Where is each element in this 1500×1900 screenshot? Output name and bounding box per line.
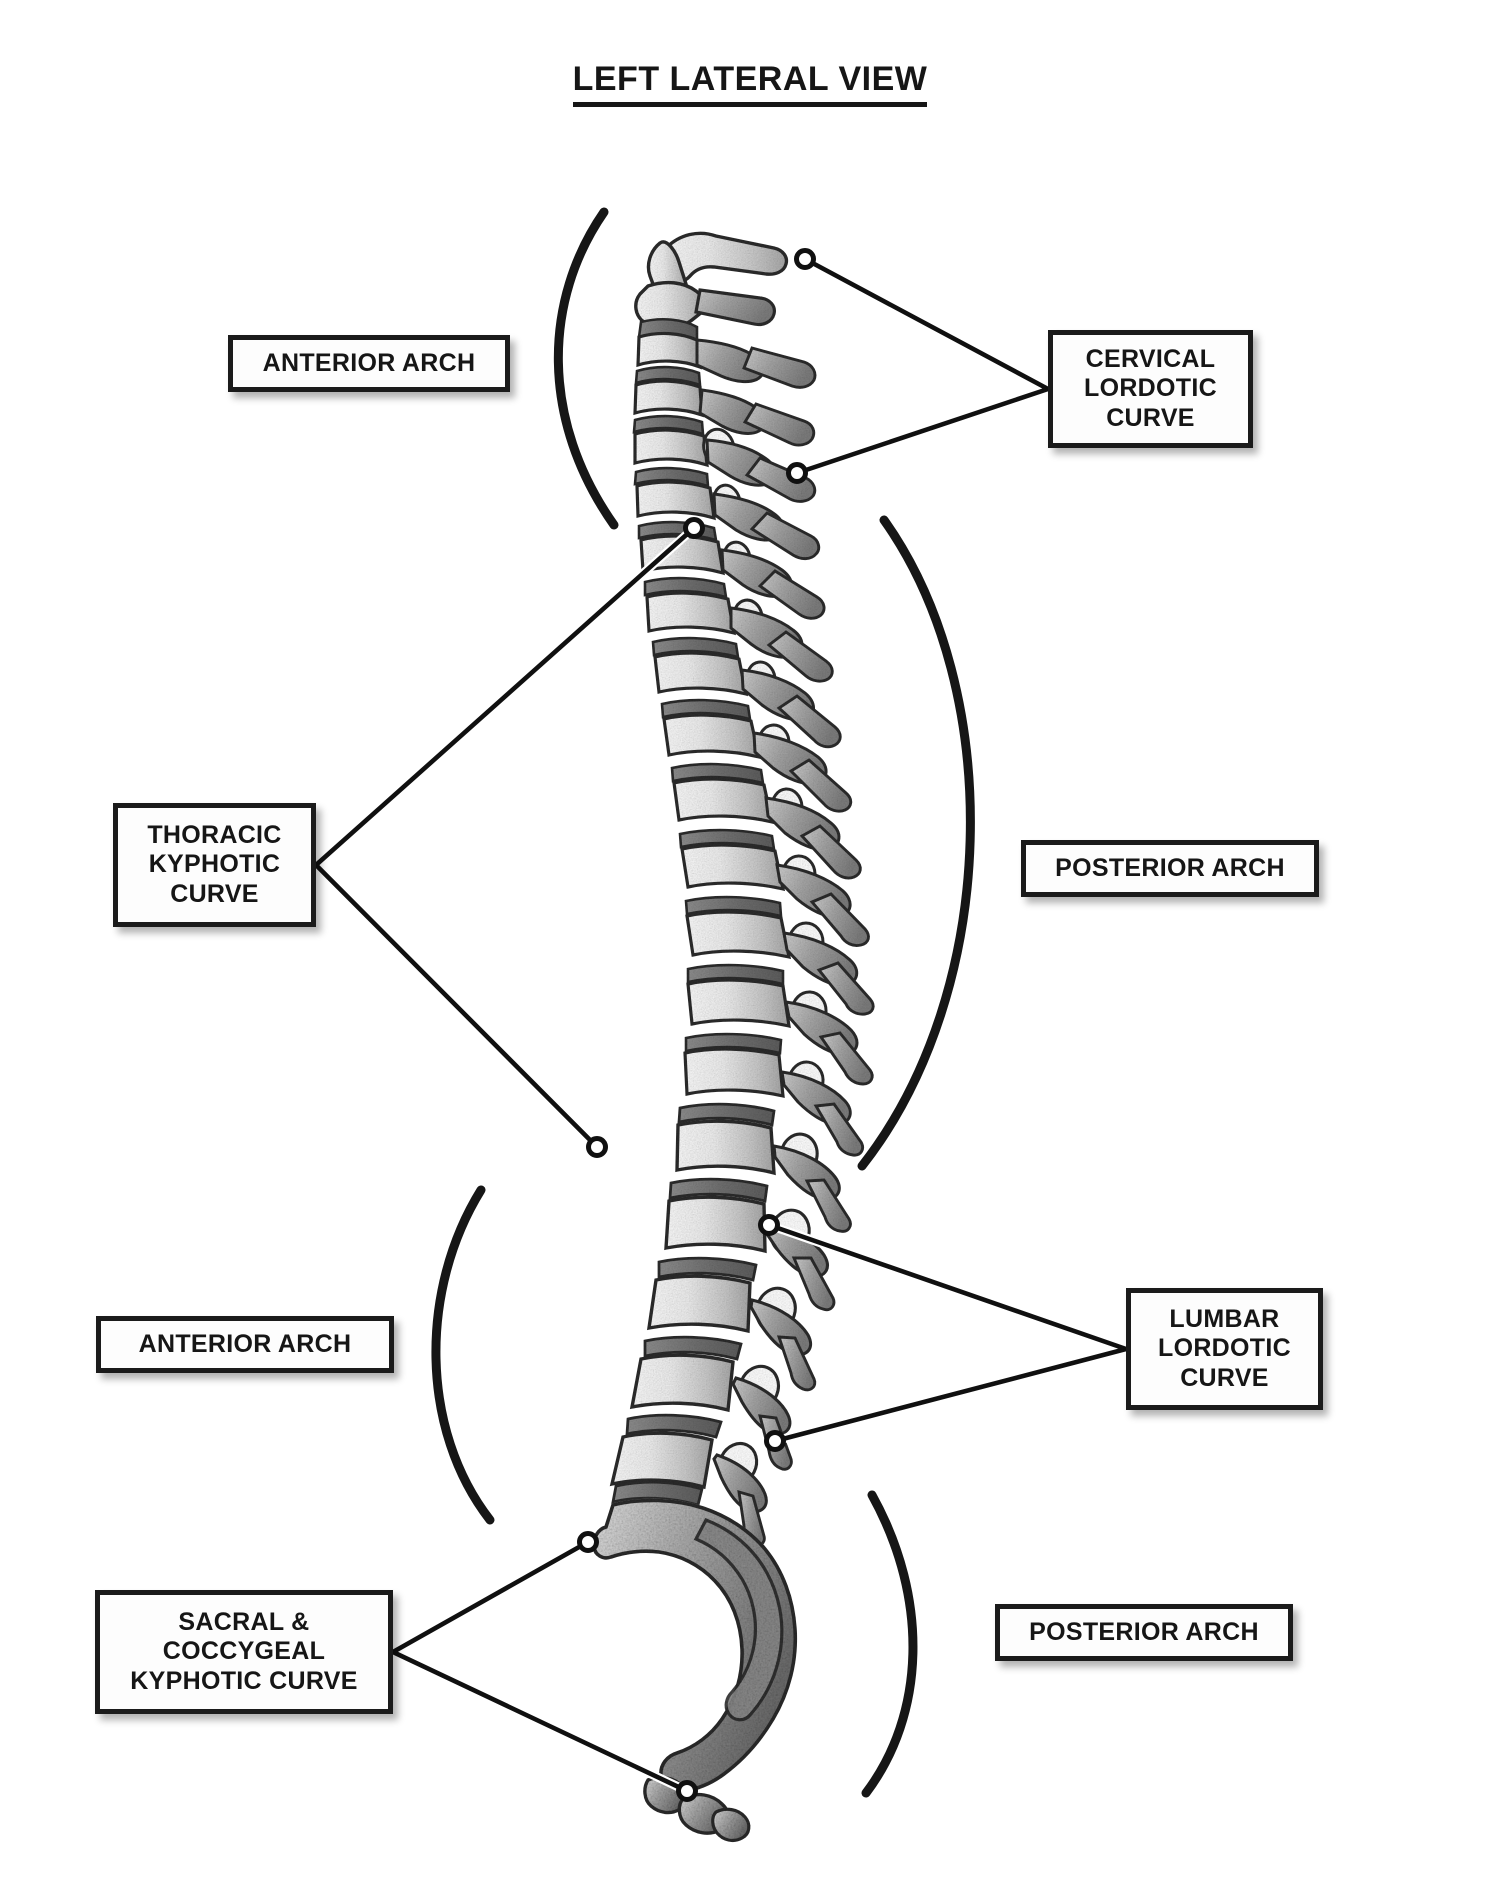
leader-endpoint-sacral-lower [676,1780,698,1802]
label-anterior-arch-top: ANTERIOR ARCH [228,335,510,392]
thoracic-region [643,576,875,1157]
label-sacral-coccygeal-kyphotic-curve-text: SACRAL & COCCYGEAL KYPHOTIC CURVE [130,1608,358,1695]
leader-endpoint-thoracic-upper [683,517,705,539]
leader-lumbar-lower [772,1346,1129,1444]
anterior-arch-low-bracket [431,1185,495,1525]
leader-thoracic-upper [313,525,697,868]
label-posterior-arch-mid-text: POSTERIOR ARCH [1055,853,1285,882]
leader-endpoint-lumbar-upper [758,1214,780,1236]
label-cervical-lordotic-curve: CERVICAL LORDOTIC CURVE [1048,330,1253,448]
leader-sacral-upper [390,1539,591,1655]
label-posterior-arch-low: POSTERIOR ARCH [995,1604,1293,1661]
posterior-arch-low-bracket [861,1490,918,1798]
label-thoracic-kyphotic-curve: THORACIC KYPHOTIC CURVE [113,803,316,927]
anterior-arch-top-bracket [553,207,619,530]
leader-thoracic-lower [313,862,600,1150]
label-cervical-lordotic-curve-text: CERVICAL LORDOTIC CURVE [1084,345,1217,432]
posterior-arch-mid-bracket [857,515,975,1171]
leader-lumbar-upper [766,1222,1129,1352]
page-title: LEFT LATERAL VIEW [0,60,1500,107]
label-lumbar-lordotic-curve-text: LUMBAR LORDOTIC CURVE [1158,1305,1291,1392]
label-sacral-coccygeal-kyphotic-curve: SACRAL & COCCYGEAL KYPHOTIC CURVE [95,1590,393,1714]
label-thoracic-kyphotic-curve-text: THORACIC KYPHOTIC CURVE [147,821,282,908]
leader-sacral-lower [390,1649,690,1794]
leader-cervical-lower [794,386,1051,476]
label-anterior-arch-low-text: ANTERIOR ARCH [138,1329,352,1358]
lumbar-region [609,1102,852,1547]
leader-endpoint-cervical-lower [786,462,808,484]
label-anterior-arch-top-text: ANTERIOR ARCH [262,348,476,377]
sacrum-coccyx-region [592,1498,798,1843]
leader-endpoint-cervical-upper [794,248,816,270]
leader-endpoint-thoracic-lower [586,1136,608,1158]
label-anterior-arch-low: ANTERIOR ARCH [96,1316,394,1373]
leader-endpoint-sacral-upper [577,1531,599,1553]
page-title-text: LEFT LATERAL VIEW [572,60,928,107]
label-posterior-arch-low-text: POSTERIOR ARCH [1029,1617,1259,1646]
label-posterior-arch-mid: POSTERIOR ARCH [1021,840,1319,897]
cervical-region [632,231,826,620]
label-lumbar-lordotic-curve: LUMBAR LORDOTIC CURVE [1126,1288,1323,1410]
leader-cervical-upper [802,256,1051,392]
spine-group [592,231,875,1843]
leader-endpoint-lumbar-lower [764,1430,786,1452]
